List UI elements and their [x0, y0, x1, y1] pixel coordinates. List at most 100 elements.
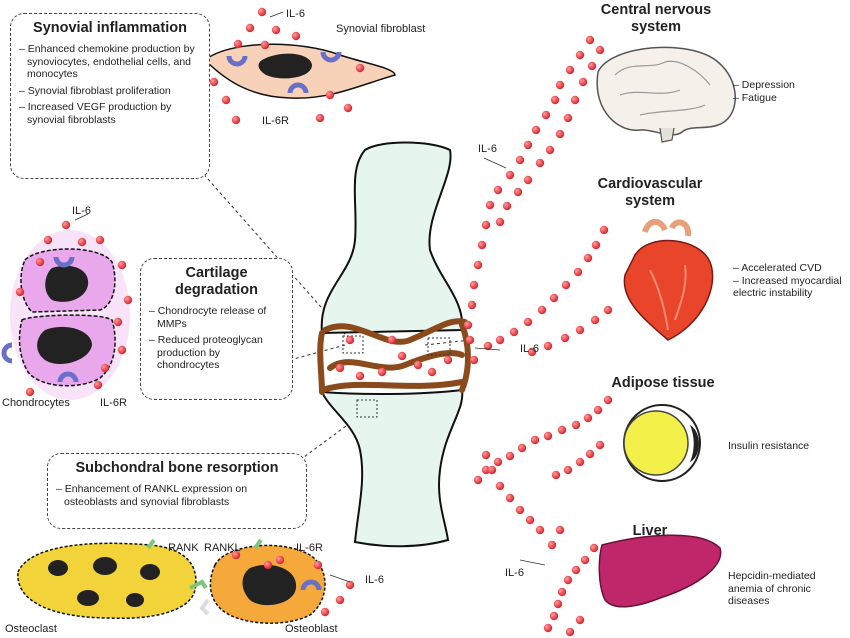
il6-dot	[245, 23, 255, 33]
il6-dot	[565, 65, 575, 75]
il6-dot	[513, 187, 523, 197]
receptor-icon	[300, 579, 322, 591]
liver-title: Liver	[632, 523, 668, 539]
il6-label-chondrocytes: IL-6	[72, 205, 91, 217]
il6-dot	[260, 40, 270, 50]
il6-dot	[95, 235, 105, 245]
il6-dot	[595, 440, 605, 450]
rank-icon	[189, 579, 208, 590]
il6-dot	[563, 575, 573, 585]
list-item: Enhanced chemokine production by synovio…	[19, 43, 201, 81]
il6-dot	[325, 90, 335, 100]
il6-dot	[495, 335, 505, 345]
il6-label-liver: IL-6	[505, 567, 524, 579]
il6-dot	[315, 113, 325, 123]
il6-dot	[527, 347, 537, 357]
list-item: Fatigue	[733, 92, 833, 105]
il6-dot	[589, 543, 599, 553]
il6-dot	[583, 253, 593, 263]
il6-dot	[493, 457, 503, 467]
il6-dot	[535, 158, 545, 168]
il6-dot	[469, 280, 479, 290]
rankl-label: RANKL	[204, 542, 241, 554]
chondrocytes-cells	[1, 230, 130, 400]
list-item: Increased VEGF production by synovial fi…	[19, 101, 201, 126]
il6-dot	[561, 280, 571, 290]
il6-dot	[555, 525, 565, 535]
il6-dot	[565, 627, 575, 637]
il6-dot	[345, 335, 355, 345]
il6-dot	[547, 540, 557, 550]
il6-dot	[585, 449, 595, 459]
osteoblast-label: Osteoblast	[285, 623, 338, 635]
il6-dot	[443, 355, 453, 365]
il6-dot	[555, 129, 565, 139]
il6-dot	[595, 45, 605, 55]
cardio-title: Cardiovascular system	[597, 176, 703, 209]
il6-dot	[541, 110, 551, 120]
il6-dot	[335, 363, 345, 373]
il6-label-cns: IL-6	[478, 143, 497, 155]
liver-image	[598, 534, 722, 608]
il6-dot	[549, 611, 559, 621]
receptor-icon	[287, 82, 309, 94]
il6-dot	[495, 481, 505, 491]
il6-dot	[603, 395, 613, 405]
il6-dot	[25, 387, 35, 397]
il6-dot	[61, 220, 71, 230]
il6-dot	[563, 465, 573, 475]
femur	[320, 141, 464, 335]
il6-dot	[397, 351, 407, 361]
il6-dot	[100, 363, 110, 373]
il6-dot	[473, 260, 483, 270]
il6-dot	[515, 505, 525, 515]
il6-dot	[377, 367, 387, 377]
pointer-lines	[74, 11, 546, 583]
liver-effects: Hepcidin-mediated anemia of chronic dise…	[728, 570, 840, 608]
osteoclast-cell	[17, 542, 197, 620]
cardio-effects: Accelerated CVD Increased myocardial ele…	[733, 262, 845, 300]
il6-dot	[535, 525, 545, 535]
il6-dot	[465, 335, 475, 345]
rank-label: RANK	[168, 542, 199, 554]
il6-dot	[545, 145, 555, 155]
il6-dot	[502, 201, 512, 211]
cns-title: Central nervous system	[600, 2, 712, 35]
il6-label-bone: IL-6	[365, 574, 384, 586]
il6-dot	[487, 465, 497, 475]
knee-joint	[317, 141, 471, 548]
il6-dot	[483, 341, 493, 351]
bone-resorption-list: Enhancement of RANKL expression on osteo…	[56, 483, 298, 508]
receptor-icon	[57, 371, 79, 383]
il6-dot	[573, 267, 583, 277]
il6-dot	[271, 25, 281, 35]
il6-dot	[77, 237, 87, 247]
il6-dot	[578, 77, 588, 87]
il6-dot	[117, 260, 127, 270]
il6-dot	[221, 95, 231, 105]
synovial-inflammation-box: Synovial inflammation Enhanced chemokine…	[10, 13, 210, 179]
il6-dot	[493, 185, 503, 195]
zoom-box-cartilage	[342, 335, 364, 354]
il6-dot	[543, 623, 553, 633]
il6-dot	[525, 515, 535, 525]
bone-resorption-box: Subchondral bone resorption Enhancement …	[47, 453, 307, 529]
il6-dot	[537, 305, 547, 315]
list-item: Synovial fibroblast proliferation	[19, 85, 201, 98]
il6-dot	[481, 220, 491, 230]
list-item: Enhancement of RANKL expression on osteo…	[56, 483, 298, 508]
cns-effects: Depression Fatigue	[733, 79, 833, 104]
brain-image	[596, 46, 736, 143]
joint-capsule	[319, 318, 468, 393]
il6-dot	[233, 39, 243, 49]
il6-dot	[599, 225, 609, 235]
cartilage-degradation-box: Cartilage degradation Chondrocyte releas…	[140, 258, 293, 400]
il6-dot	[571, 565, 581, 575]
il6-dot	[590, 315, 600, 325]
il6-dot	[557, 587, 567, 597]
zoom-box-synovium	[427, 337, 451, 356]
il6-dot	[603, 305, 613, 315]
il6-dot	[123, 295, 133, 305]
il6-dot	[523, 175, 533, 185]
